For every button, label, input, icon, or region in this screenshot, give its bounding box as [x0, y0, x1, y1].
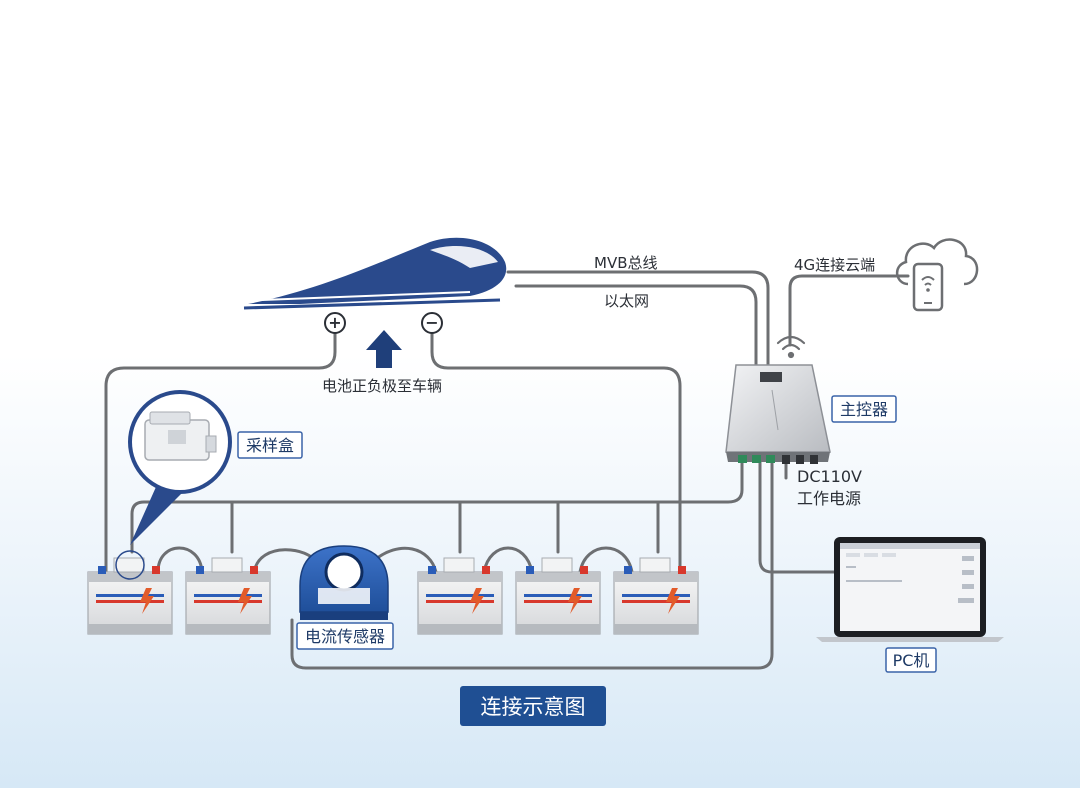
diagram-title: 连接示意图 [481, 695, 586, 719]
current-sensor-label: 电流传感器 [305, 627, 385, 646]
main-controller-label: 主控器 [840, 400, 888, 419]
train-icon [216, 237, 507, 310]
phone-icon [912, 262, 944, 312]
battery-4 [515, 557, 601, 635]
pc-wire [758, 460, 837, 574]
pc-label: PC机 [893, 651, 930, 670]
battery-to-vehicle-label: 电池正负极至车辆 [322, 377, 442, 395]
battery-link-1 [156, 546, 204, 574]
laptop-icon [816, 537, 1004, 642]
svg-text:+: + [328, 313, 341, 332]
battery-link-3 [370, 546, 438, 574]
battery-3 [417, 557, 503, 635]
battery-1 [87, 550, 173, 635]
battery-link-5 [578, 546, 634, 574]
cloud-4g-label: 4G连接云端 [794, 256, 875, 274]
wires [104, 270, 910, 670]
battery-positive-wire [104, 328, 337, 574]
pc-label-box: PC机 [885, 647, 937, 673]
battery-2 [185, 557, 271, 635]
diagram-title-box: 连接示意图 [460, 686, 606, 726]
sampling-box-icon [144, 411, 217, 461]
battery-negative-wire [430, 328, 682, 574]
battery-5 [613, 557, 699, 635]
4g-wire [788, 274, 910, 347]
mvb-bus-wire [506, 270, 770, 367]
sampling-box-callout [128, 390, 232, 545]
current-sensor [299, 545, 389, 620]
mvb-bus-label: MVB总线 [594, 254, 658, 272]
power-label-line1: DC110V [797, 467, 862, 486]
sensor-wire [290, 460, 774, 670]
main-controller-label-box: 主控器 [831, 395, 897, 423]
wifi-icon [776, 335, 806, 359]
battery-link-4 [482, 546, 534, 574]
cloud-icon [896, 238, 979, 286]
sampling-box-label-box: 采样盒 [237, 431, 303, 459]
power-label-line2: 工作电源 [797, 489, 861, 508]
ethernet-label: 以太网 [604, 292, 649, 310]
plus-terminal-icon: + [324, 312, 346, 334]
svg-text:−: − [425, 313, 438, 332]
main-controller [725, 364, 831, 464]
ethernet-wire [514, 284, 758, 367]
up-arrow-icon [366, 330, 402, 368]
minus-terminal-icon: − [421, 312, 443, 334]
sampling-box-label: 采样盒 [246, 436, 294, 455]
sampling-bus-wire [130, 460, 744, 554]
current-sensor-label-box: 电流传感器 [296, 622, 394, 650]
